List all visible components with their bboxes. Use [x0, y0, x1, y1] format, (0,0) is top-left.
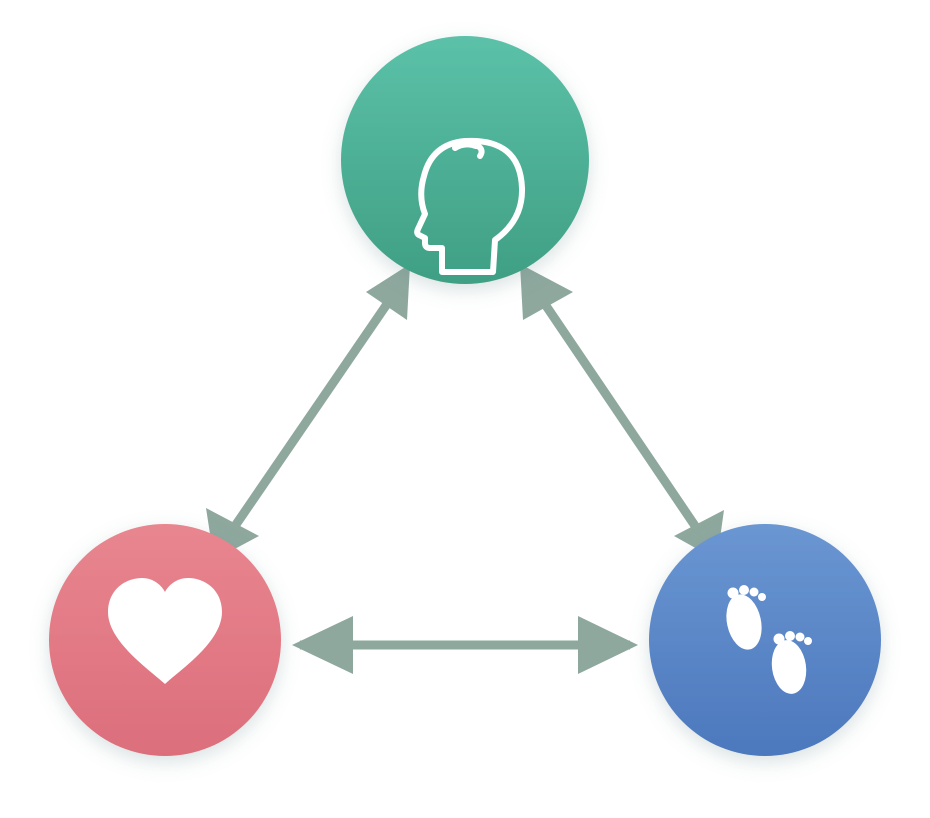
edge-mind-heart — [206, 264, 410, 560]
edge-heart-body — [292, 616, 638, 674]
node-heart — [49, 524, 281, 756]
arrowhead-to-mind — [520, 264, 573, 320]
head-icon — [414, 137, 526, 275]
arrowhead-to-body — [578, 616, 638, 674]
heart-icon — [108, 578, 222, 684]
edge-mind-body — [520, 264, 724, 560]
footprints-icon — [726, 585, 812, 694]
arrowhead-to-mind — [366, 264, 410, 320]
node-mind — [341, 36, 589, 284]
node-body — [649, 524, 881, 756]
arrowhead-to-heart — [292, 616, 353, 674]
